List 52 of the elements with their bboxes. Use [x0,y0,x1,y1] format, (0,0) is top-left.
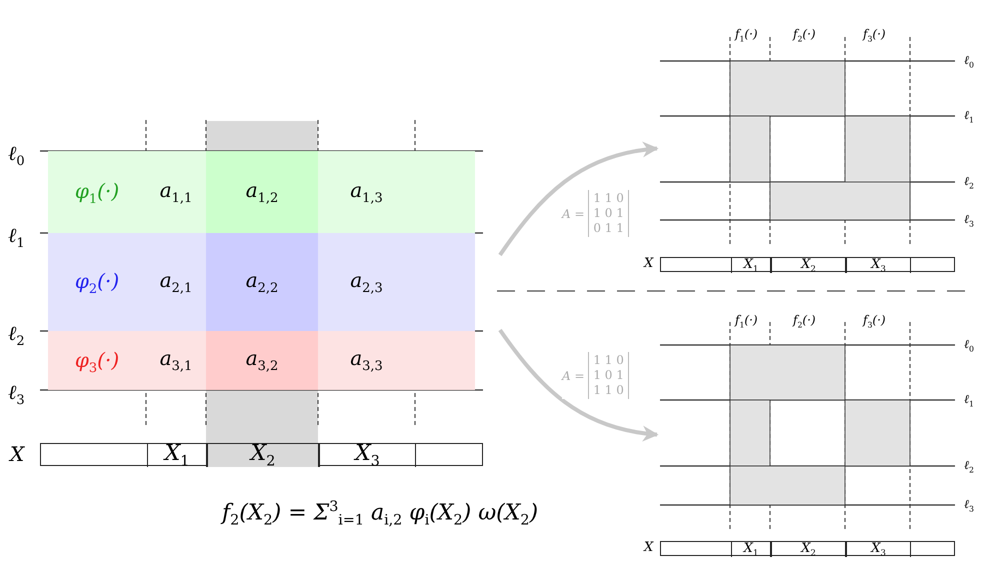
level-label: ℓ$_{3}$ [8,382,25,407]
curved-arrow [498,142,659,256]
edge-label: A = 1 1 0 1 0 1 0 1 1 [562,190,629,237]
segmented-bar [660,257,955,272]
axis-label: X [644,257,654,270]
level-label: ℓ$_{1}$ [8,225,25,250]
level-label: ℓ$_{0}$ [964,54,974,70]
colored-band [48,151,475,233]
level-label: ℓ$_{1}$ [964,393,974,408]
basis-function-label: φ$_{1}$(·) [74,181,120,206]
coefficient-cell: a$_{2,2}$ [206,233,318,331]
segment-cell: X$_{1}$ [731,542,771,557]
coefficient-cell: a$_{3,3}$ [318,331,415,390]
curved-arrow [498,328,659,441]
function-label: f$_{3}$(·) [863,28,886,44]
segment-cell: X$_{2}$ [771,542,846,557]
segment-cell: X$_{1}$ [731,258,771,273]
level-label: ℓ$_{0}$ [964,338,974,354]
function-label: f$_{3}$(·) [863,314,886,330]
axis-label: X [10,444,24,464]
level-label: ℓ$_{3}$ [964,498,974,514]
colored-band [48,331,475,390]
basis-function-label: φ$_{2}$(·) [74,271,120,296]
function-label: f$_{1}$(·) [735,28,758,44]
coefficient-cell: a$_{1,1}$ [146,151,206,233]
segment-cell: X$_{3}$ [846,258,911,273]
segmented-bar [660,541,955,556]
function-label: f$_{2}$(·) [793,314,816,330]
segment-cell: X$_{2}$ [207,444,319,467]
level-label: ℓ$_{2}$ [8,323,25,348]
formula: f$_{2}$(X$_{2}$) = Σ$^{3}$$_{i=1}$ a$_{i,2}$ φ$_{i}$(X$_{2}$) ω(X$_{2}$) [222,500,538,528]
coefficient-cell: a$_{1,3}$ [318,151,415,233]
function-label: f$_{1}$(·) [735,314,758,330]
function-label: f$_{2}$(·) [793,28,816,44]
level-label: ℓ$_{3}$ [964,213,974,228]
segment-cell: X$_{2}$ [771,258,846,273]
coefficient-cell: a$_{2,3}$ [318,233,415,331]
level-label: ℓ$_{0}$ [8,143,25,168]
coefficient-cell: a$_{3,1}$ [146,331,206,390]
basis-function-label: φ$_{3}$(·) [74,350,120,374]
coefficient-cell: a$_{1,2}$ [206,151,318,233]
level-label: ℓ$_{2}$ [964,175,974,190]
segment-cell: X$_{3}$ [846,542,911,557]
colored-band [48,233,475,331]
level-label: ℓ$_{1}$ [964,109,974,124]
segment-cell: X$_{3}$ [319,444,416,467]
segmented-bar [40,443,483,466]
axis-label: X [644,541,654,554]
level-label: ℓ$_{2}$ [964,459,974,474]
edge-label: A = 1 1 0 1 0 1 1 1 0 [562,352,629,399]
coefficient-cell: a$_{2,1}$ [146,233,206,331]
coefficient-cell: a$_{3,2}$ [206,331,318,390]
